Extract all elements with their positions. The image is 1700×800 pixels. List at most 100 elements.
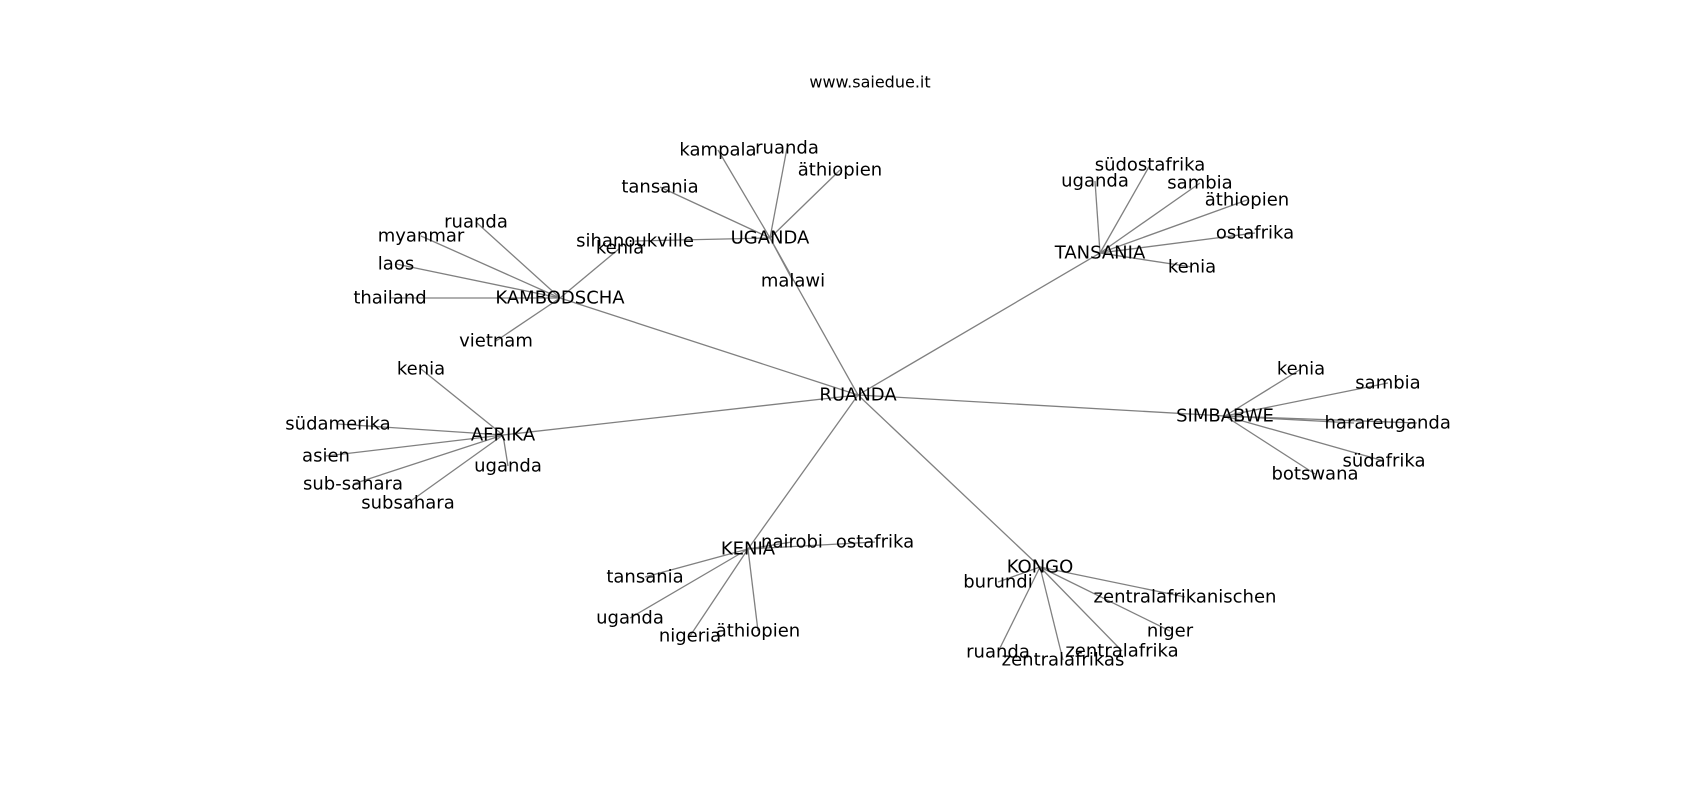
node-leaf: laos (378, 254, 414, 275)
node-hub-uganda: UGANDA (731, 228, 810, 249)
node-leaf: tansania (621, 177, 698, 198)
node-leaf: südamerika (285, 414, 390, 435)
node-leaf: uganda (596, 608, 664, 629)
edge-kongo-leaf (1039, 566, 1064, 661)
node-leaf: botswana (1271, 464, 1358, 485)
node-leaf: ruanda (966, 642, 1030, 663)
edge-uganda-leaf (769, 169, 841, 239)
edge-kambodscha-leaf (559, 247, 621, 299)
edge-simbabwe-leaf (1224, 415, 1316, 475)
edge-afrika-leaf (337, 423, 504, 436)
edge-uganda-leaf (634, 237, 771, 242)
edge-simbabwe-leaf (1224, 415, 1418, 424)
edge-afrika-leaf (325, 434, 504, 457)
node-hub-kambodscha: KAMBODSCHA (495, 288, 625, 309)
edge-kambodscha-leaf (475, 221, 561, 299)
node-leaf: nigeria (659, 626, 721, 647)
node-leaf: äthiopien (716, 621, 800, 642)
node-leaf: äthiopien (1205, 190, 1289, 211)
edge-kenia-leaf (747, 548, 759, 632)
node-leaf: uganda (474, 456, 542, 477)
node-leaf: tansania (606, 567, 683, 588)
node-leaf: uganda (1061, 171, 1129, 192)
node-leaf: südostafrika (1095, 155, 1206, 176)
node-hub-kongo: KONGO (1007, 557, 1074, 578)
edge-kambodscha-leaf (395, 263, 561, 299)
graph-edges (325, 147, 1418, 661)
node-leaf: thailand (353, 288, 426, 309)
edge-afrika-leaf (502, 434, 509, 467)
edge-kenia-leaf (747, 541, 876, 550)
edge-uganda-leaf (769, 147, 788, 239)
node-leaf: zentralafrika (1065, 641, 1178, 662)
node-leaf: ostafrika (836, 532, 914, 553)
node-leaf: kenia (397, 359, 445, 380)
node-leaf: malawi (761, 271, 825, 292)
edge-kongo-leaf (997, 566, 1041, 583)
node-leaf: sihanoukville (576, 231, 694, 252)
node-leaf: harare (1325, 413, 1384, 434)
node-leaf: sub-sahara (303, 474, 403, 495)
edge-kongo-leaf (1039, 566, 1186, 598)
node-leaf: uganda (1383, 413, 1451, 434)
node-leaf: ruanda (755, 138, 819, 159)
edge-tansania-leaf (1099, 232, 1256, 254)
node-leaf: südafrika (1342, 451, 1425, 472)
node-leaf: ruanda (444, 212, 508, 233)
edge-kenia-leaf (689, 548, 749, 637)
node-leaf: äthiopien (798, 160, 882, 181)
edge-uganda-leaf (717, 149, 771, 239)
node-leaf: niger (1147, 621, 1194, 642)
node-leaf: kenia (1277, 359, 1325, 380)
node-leaf: kenia (1168, 257, 1216, 278)
node-leaf: zentralafrikanischen (1094, 587, 1277, 608)
node-hub-simbabwe: SIMBABWE (1176, 406, 1274, 427)
edge-kenia-leaf (644, 548, 749, 578)
node-leaf: vietnam (459, 331, 533, 352)
edge-ruanda-kenia (747, 394, 859, 550)
edge-kongo-leaf (1039, 566, 1123, 652)
node-leaf: nairobi (761, 532, 823, 553)
edge-kambodscha-leaf (420, 235, 561, 299)
edge-ruanda-kambodscha (559, 297, 859, 396)
node-hub-tansania: TANSANIA (1054, 243, 1146, 264)
edge-ruanda-afrika (502, 394, 859, 436)
node-leaf: myanmar (378, 226, 465, 247)
node-leaf: kampala (679, 140, 756, 161)
edge-kambodscha-leaf (495, 297, 561, 342)
node-leaf: ostafrika (1216, 223, 1294, 244)
edge-ruanda-kongo (857, 394, 1041, 568)
edge-tansania-leaf (1099, 182, 1201, 254)
edge-simbabwe-leaf (1224, 415, 1385, 462)
node-leaf: sambia (1355, 373, 1420, 394)
node-hub-afrika: AFRIKA (471, 425, 536, 446)
node-ruanda-center: RUANDA (819, 385, 897, 406)
edge-ruanda-tansania (857, 252, 1101, 396)
edge-tansania-leaf (1099, 199, 1248, 254)
edge-simbabwe-leaf (1224, 368, 1302, 417)
node-leaf: asien (302, 446, 350, 467)
edge-ruanda-simbabwe (857, 394, 1226, 417)
edge-afrika-leaf (420, 368, 504, 436)
edge-kenia-leaf (747, 541, 793, 550)
graph-title: www.saiedue.it (809, 73, 930, 92)
node-leaf: zentralafrikas (1002, 650, 1125, 671)
edge-afrika-leaf (352, 434, 504, 485)
edge-kongo-leaf (1039, 566, 1171, 632)
node-hub-kenia: KENIA (721, 539, 776, 560)
edge-uganda-leaf (659, 186, 771, 239)
graph-labels: RUANDA UGANDAkampalaruandaäthiopientansa… (285, 138, 1451, 671)
node-leaf: kenia (596, 238, 644, 259)
edge-afrika-leaf (407, 434, 504, 504)
node-leaf: burundi (963, 572, 1032, 593)
edge-tansania-leaf (1099, 164, 1151, 254)
edge-kongo-leaf (997, 566, 1041, 653)
edge-tansania-leaf (1099, 252, 1193, 268)
edge-uganda-leaf (769, 237, 794, 282)
node-leaf: subsahara (361, 493, 455, 514)
edge-simbabwe-leaf (1224, 382, 1389, 417)
node-leaf: sambia (1167, 173, 1232, 194)
edge-kenia-leaf (629, 548, 749, 619)
edge-tansania-leaf (1094, 180, 1101, 254)
